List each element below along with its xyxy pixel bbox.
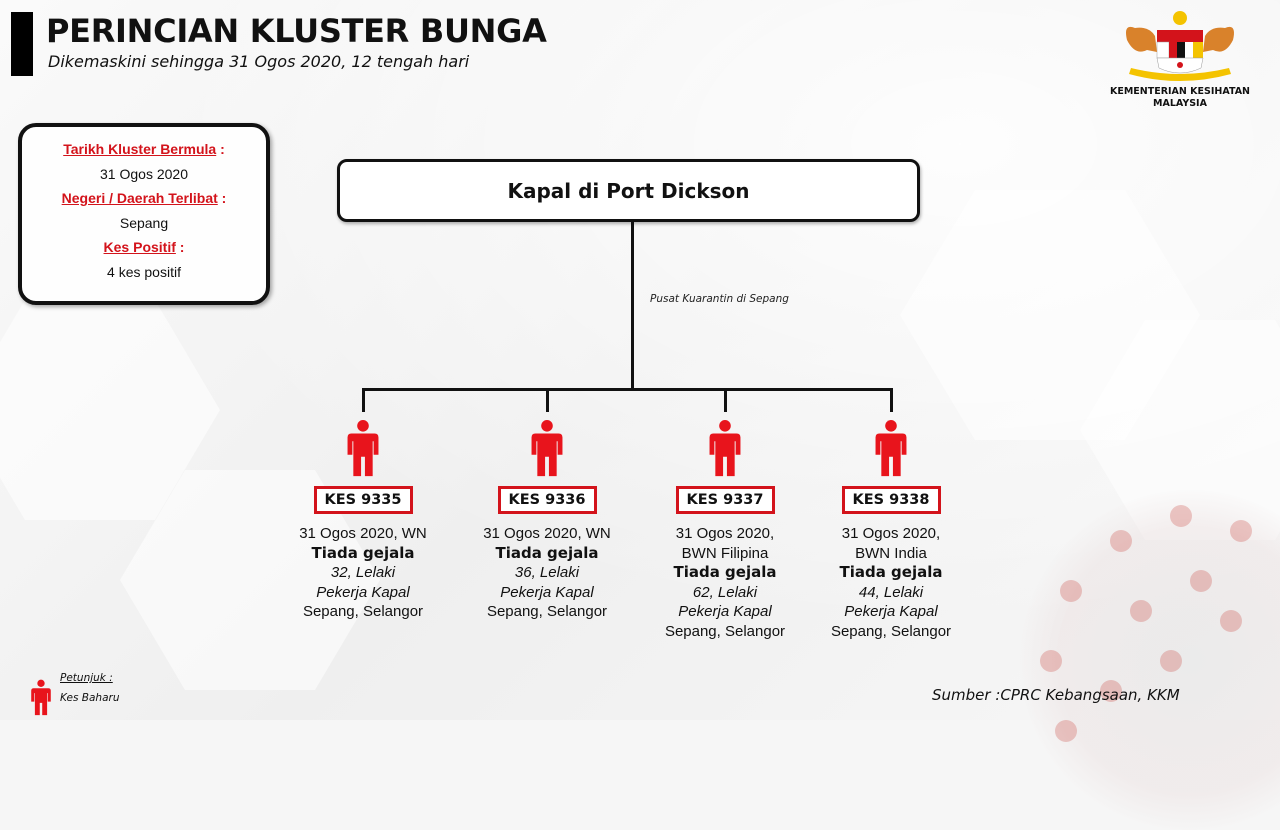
virus-illustration [1020, 490, 1280, 830]
root-node-label: Kapal di Port Dickson [507, 178, 750, 203]
region-value: Sepang [119, 214, 169, 231]
region-label: Negeri / Daerah Terlibat [61, 190, 218, 206]
legend-title: Petunjuk : [60, 672, 113, 684]
case-connector [890, 388, 893, 412]
region-label-row: Negeri / Daerah Terlibat : [61, 190, 227, 206]
cluster-info-box: Tarikh Kluster Bermula : 31 Ogos 2020 Ne… [18, 123, 270, 305]
ministry-name-line1: KEMENTERIAN KESIHATAN [1109, 86, 1250, 97]
case-id-badge: KES 9336 [497, 486, 597, 514]
case-nationality: BWN India [855, 544, 927, 562]
branch-connector [362, 388, 893, 391]
case-date-nationality: 31 Ogos 2020, [841, 525, 941, 542]
source-note: Sumber :CPRC Kebangsaan, KKM [932, 686, 1180, 704]
legend-item-label: Kes Baharu [60, 692, 120, 704]
case-nationality: BWN Filipina [681, 544, 769, 562]
case-occupation: Pekerja Kapal [500, 583, 594, 601]
case-date-nationality: 31 Ogos 2020, WN [299, 525, 427, 542]
edge-label: Pusat Kuarantin di Sepang [650, 293, 789, 305]
case-location: Sepang, Selangor [302, 603, 424, 620]
person-icon [709, 420, 741, 477]
person-icon [531, 420, 563, 477]
person-icon [875, 420, 907, 477]
page-title: PERINCIAN KLUSTER BUNGA [46, 12, 547, 50]
case-connector [546, 388, 549, 412]
case-connector [362, 388, 365, 412]
case-location: Sepang, Selangor [664, 622, 786, 640]
case-location: Sepang, Selangor [830, 622, 952, 640]
start-date-label-row: Tarikh Kluster Bermula : [63, 141, 225, 157]
case-age-sex: 36, Lelaki [514, 564, 580, 581]
case-occupation: Pekerja Kapal [844, 603, 938, 620]
positive-label-row: Kes Positif : [103, 239, 185, 255]
case-date-nationality: 31 Ogos 2020, WN [483, 525, 611, 542]
case-symptom-status: Tiada gejala [311, 543, 415, 562]
person-icon [31, 679, 51, 716]
case-symptom-status: Tiada gejala [495, 543, 599, 562]
title-accent-bar [11, 12, 33, 76]
case-occupation: Pekerja Kapal [316, 583, 410, 601]
page-subtitle: Dikemaskini sehingga 31 Ogos 2020, 12 te… [48, 52, 470, 71]
trunk-connector [631, 219, 634, 390]
case-date-nationality: 31 Ogos 2020, [675, 525, 775, 542]
case-id-badge: KES 9338 [841, 486, 941, 514]
case-symptom-status: Tiada gejala [839, 563, 943, 581]
positive-value: 4 kes positif [107, 263, 181, 280]
positive-label: Kes Positif [103, 239, 176, 255]
start-date-label: Tarikh Kluster Bermula [63, 141, 217, 157]
start-date-value: 31 Ogos 2020 [100, 165, 188, 182]
root-node: Kapal di Port Dickson [337, 159, 920, 222]
case-occupation: Pekerja Kapal [678, 603, 772, 620]
case-age-sex: 32, Lelaki [330, 564, 396, 581]
ministry-name-line2: MALAYSIA [1153, 98, 1207, 109]
ministry-logo: KEMENTERIAN KESIHATAN MALAYSIA [1100, 8, 1260, 113]
case-age-sex: 44, Lelaki [858, 583, 924, 601]
case-location: Sepang, Selangor [486, 603, 608, 620]
case-symptom-status: Tiada gejala [673, 563, 777, 581]
case-id-badge: KES 9335 [313, 486, 413, 514]
case-connector [724, 388, 727, 412]
malaysia-coat-of-arms-icon [1126, 11, 1234, 81]
case-age-sex: 62, Lelaki [692, 583, 758, 601]
case-id-badge: KES 9337 [675, 486, 775, 514]
person-icon [347, 420, 379, 477]
